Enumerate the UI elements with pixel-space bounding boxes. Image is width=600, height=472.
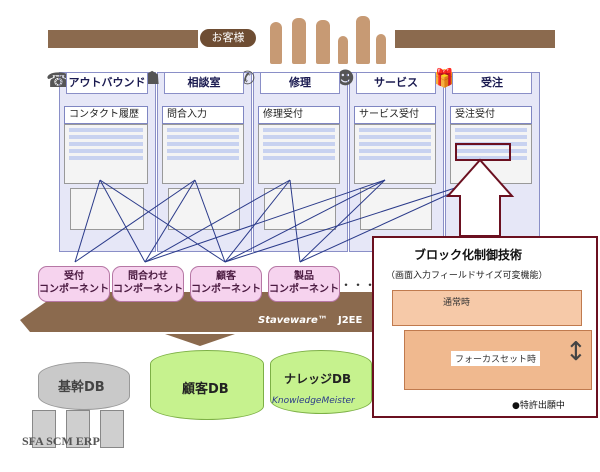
core-db [38, 362, 130, 410]
person-desk-icon: ☗ [144, 68, 161, 89]
form-title: コンタクト履歴 [64, 106, 148, 124]
customer-db-label: 顧客DB [182, 382, 229, 397]
form-screen-back [360, 188, 432, 230]
component-type: コンポーネント [113, 284, 183, 295]
tab-consulting: 相談室 [164, 72, 244, 94]
form-screen [162, 124, 244, 184]
focus-mode-screen: フォーカスセット時 ↕ [404, 330, 592, 390]
knowledge-db [270, 350, 372, 414]
focus-mode-label: フォーカスセット時 [451, 351, 541, 366]
component-product: 製品 コンポーネント [268, 266, 340, 302]
component-type: コンポーネント [191, 284, 261, 295]
patent-note: ●特許出願中 [512, 401, 565, 411]
customer-db [150, 350, 264, 420]
person-icon: ☻ [336, 68, 355, 89]
callout-subtitle: （画面入力フィールドサイズ可変機能） [386, 271, 548, 281]
customer-figures [262, 12, 392, 66]
down-arrow [165, 334, 235, 346]
server-icon [66, 410, 90, 448]
person-icon [292, 18, 306, 64]
form-screen [258, 124, 340, 184]
server-icon [100, 410, 124, 448]
component-name: 問合わせ [128, 271, 168, 282]
systems-label: SFA SCM ERP [22, 434, 100, 448]
component-type: コンポーネント [39, 284, 109, 295]
customer-band-right [395, 30, 555, 48]
customer-band-left [48, 30, 198, 48]
component-reception: 受付 コンポーネント [38, 266, 110, 302]
tab-repair: 修理 [260, 72, 340, 94]
gift-icon: 🎁 [433, 68, 456, 89]
form-title: 問合入力 [162, 106, 244, 124]
person-icon [376, 34, 386, 64]
component-type: コンポーネント [269, 284, 339, 295]
tab-service: サービス [356, 72, 436, 94]
form-screen [64, 124, 148, 184]
normal-mode-screen: 通常時 [392, 290, 582, 326]
person-icon [338, 36, 348, 64]
form-title: 修理受付 [258, 106, 340, 124]
component-name: 顧客 [216, 271, 236, 282]
component-name: 受付 [64, 271, 84, 282]
person-icon [316, 20, 330, 64]
core-db-label: 基幹DB [58, 380, 105, 395]
components-ellipsis: ・・・ [340, 278, 377, 292]
component-name: 製品 [294, 271, 314, 282]
person-icon [270, 22, 282, 64]
person-icon [356, 16, 370, 64]
form-title: サービス受付 [354, 106, 436, 124]
callout-title: ブロック化制御技術 [414, 248, 523, 262]
normal-mode-label: 通常時 [443, 298, 471, 308]
form-screen [354, 124, 436, 184]
tab-order: 受注 [452, 72, 532, 94]
tab-outbound: アウトバウンド [66, 72, 148, 94]
component-customer: 顧客 コンポーネント [190, 266, 262, 302]
platform-tech: J2EE [338, 315, 363, 326]
server-icon [32, 410, 56, 448]
knowledge-meister-logo: KnowledgeMeister [272, 396, 355, 406]
form-title: 受注受付 [450, 106, 532, 124]
platform-brand: Staveware™ [258, 315, 328, 326]
component-inquiry: 問合わせ コンポーネント [112, 266, 184, 302]
customer-label: お客様 [200, 29, 256, 47]
highlighted-field [455, 143, 511, 161]
resize-arrow-icon: ↕ [565, 337, 587, 367]
knowledge-db-label: ナレッジDB [284, 372, 352, 386]
callout-box: ブロック化制御技術 （画面入力フィールドサイズ可変機能） 通常時 フォーカスセッ… [372, 236, 598, 418]
platform-band [20, 292, 380, 332]
callout-arrow [445, 158, 515, 237]
